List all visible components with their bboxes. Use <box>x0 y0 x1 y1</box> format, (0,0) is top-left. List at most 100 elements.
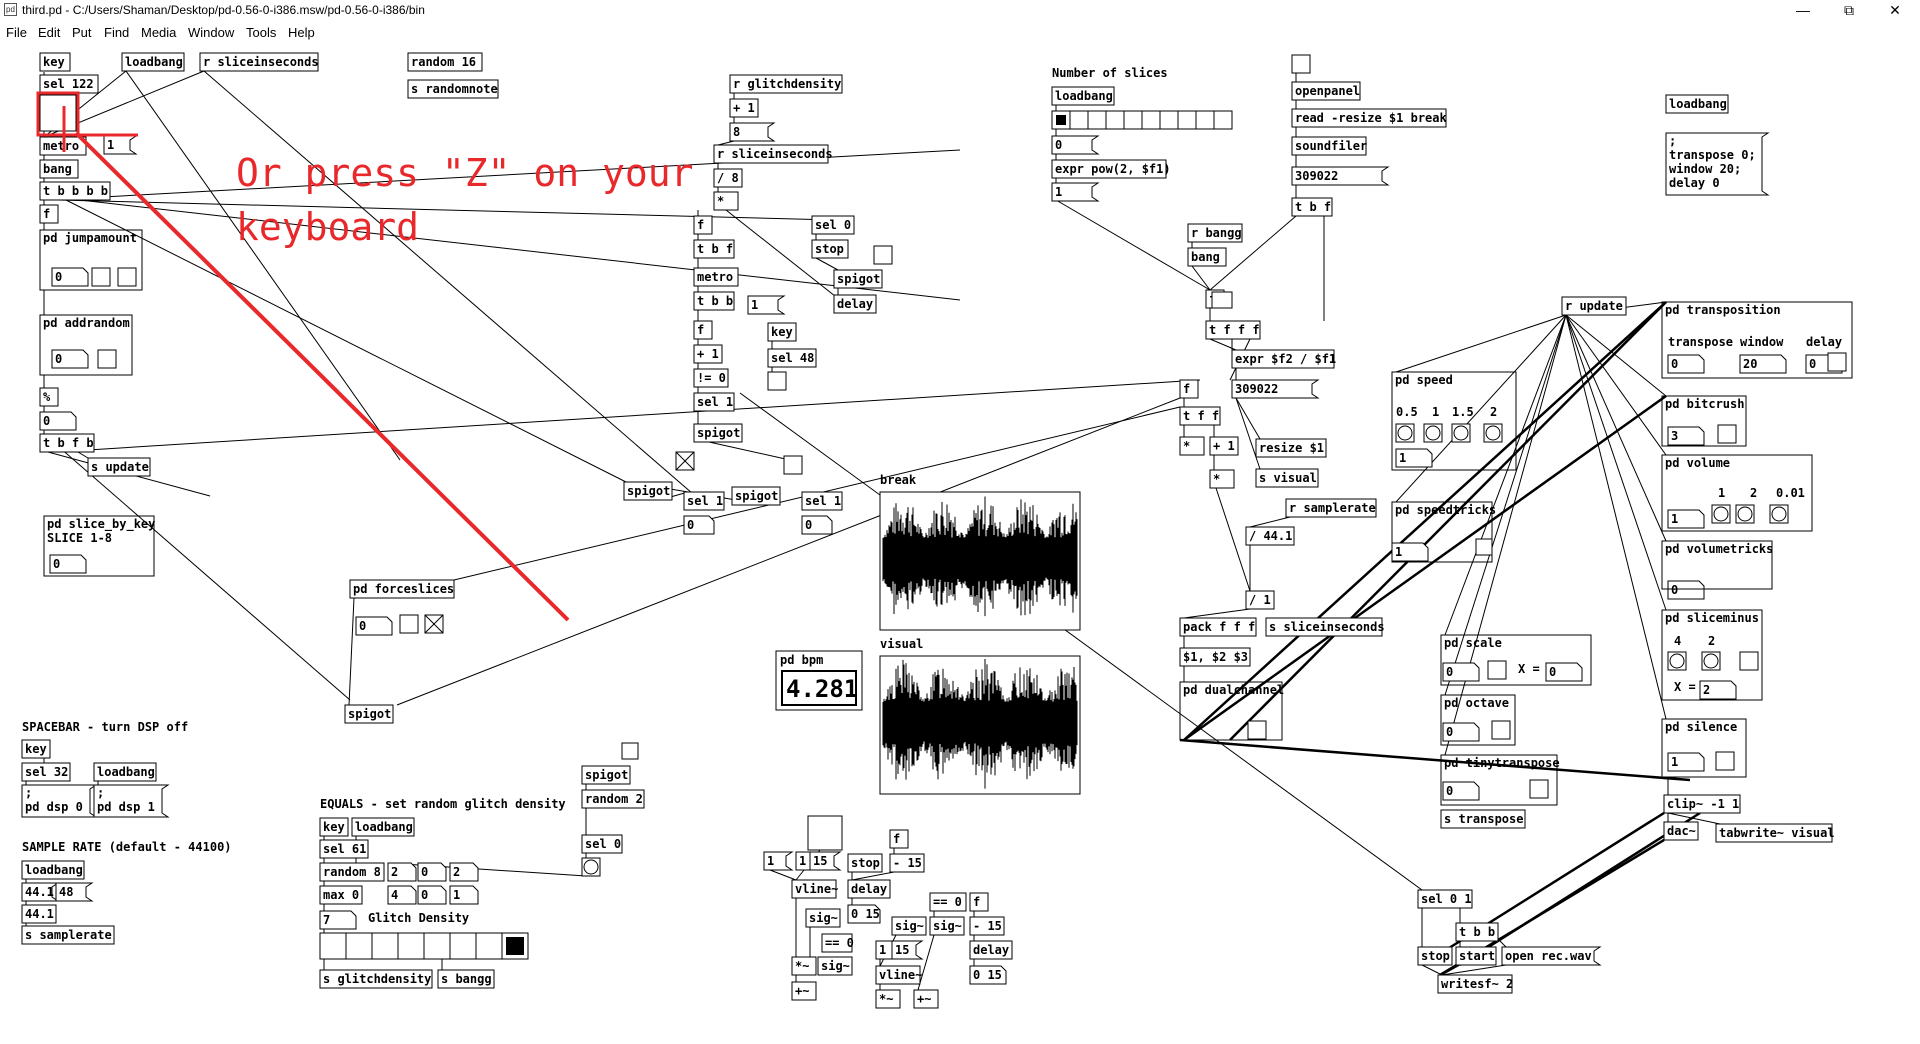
object-box[interactable]: t b b <box>1455 922 1499 942</box>
menu-media[interactable]: Media <box>141 25 177 40</box>
message-box[interactable]: 8 <box>729 122 776 142</box>
number-box[interactable]: 0 <box>49 554 87 574</box>
subpatch-box[interactable]: pd tinytranspose <box>1440 754 1560 806</box>
radio-cell[interactable] <box>345 932 373 960</box>
object-box[interactable]: bang <box>39 159 79 179</box>
number-box[interactable]: 0 <box>1667 354 1705 374</box>
stop-bang[interactable] <box>873 245 893 265</box>
number-box[interactable]: 0 <box>39 411 77 431</box>
object-box[interactable]: key <box>21 739 51 759</box>
number-box[interactable]: 0 <box>417 885 447 905</box>
object-box[interactable]: *~ <box>875 989 901 1009</box>
octave-toggle[interactable] <box>1491 720 1511 740</box>
message-box[interactable]: 0 <box>1051 135 1100 155</box>
message-box[interactable]: 48 <box>55 882 94 902</box>
number-box[interactable]: 0 <box>417 862 447 882</box>
object-box[interactable]: bang <box>1187 247 1227 267</box>
object-box[interactable]: key <box>767 322 797 342</box>
object-box[interactable]: == 0 <box>821 933 854 953</box>
radio-cell[interactable] <box>1141 110 1161 130</box>
object-box[interactable]: stop <box>1417 946 1453 966</box>
object-box[interactable]: r sliceinseconds <box>199 52 319 72</box>
object-box[interactable]: +~ <box>913 989 939 1009</box>
radio-cell[interactable] <box>371 932 399 960</box>
radio-cell[interactable] <box>1069 110 1089 130</box>
radio-cell[interactable] <box>1195 110 1215 130</box>
message-box[interactable]: 1 <box>1051 182 1100 202</box>
object-box[interactable]: random 16 <box>407 52 483 72</box>
object-box[interactable]: vline~ <box>875 965 922 985</box>
f-bang[interactable] <box>1211 291 1233 309</box>
number-box[interactable]: 1 <box>1667 509 1705 529</box>
object-box[interactable]: sel 0 <box>811 215 855 235</box>
number-box[interactable]: 7 <box>319 910 357 930</box>
number-box[interactable]: 1 <box>1667 752 1705 772</box>
speedtricks-toggle[interactable] <box>1475 538 1493 556</box>
message-box[interactable]: 309022 <box>1231 379 1320 399</box>
object-box[interactable]: soundfiler <box>1291 136 1367 156</box>
object-box[interactable]: t f f f <box>1205 320 1261 340</box>
object-box[interactable]: + 1 <box>729 98 759 118</box>
message-box[interactable]: 15 <box>891 940 924 960</box>
object-box[interactable]: r samplerate <box>1285 498 1377 518</box>
number-box[interactable]: 0 <box>355 616 393 636</box>
object-box[interactable]: - 15 <box>889 853 925 873</box>
object-box[interactable]: sel 122 <box>39 74 99 94</box>
object-box[interactable]: f <box>39 204 59 224</box>
object-box[interactable]: sel 32 <box>21 762 71 782</box>
object-box[interactable]: $1, $2 $3 <box>1179 647 1251 667</box>
sliceminus-toggle[interactable] <box>1739 651 1759 671</box>
object-box[interactable]: spigot <box>833 269 883 289</box>
object-box[interactable]: delay <box>847 879 891 899</box>
number-box[interactable]: 0 <box>1442 781 1480 801</box>
object-box[interactable]: loadbang <box>1665 94 1729 114</box>
object-box[interactable]: sel 61 <box>319 839 369 859</box>
object-box[interactable]: t b f <box>693 239 735 259</box>
object-box[interactable]: sig~ <box>805 908 841 928</box>
object-box[interactable]: / 44.1 <box>1245 526 1295 546</box>
object-box[interactable]: delay <box>833 294 877 314</box>
object-box[interactable]: % <box>39 387 59 407</box>
object-box[interactable]: != 0 <box>693 368 729 388</box>
object-box[interactable]: s update <box>87 457 151 477</box>
silence-toggle[interactable] <box>1715 751 1735 771</box>
object-box[interactable]: t b b <box>693 291 735 311</box>
object-box[interactable]: * <box>713 191 739 211</box>
radio-cell[interactable] <box>449 932 477 960</box>
object-box[interactable]: / 1 <box>1245 590 1275 610</box>
object-box[interactable]: max 0 <box>319 885 363 905</box>
number-box[interactable]: 0 <box>1667 580 1705 600</box>
message-box[interactable]: 1 <box>747 295 786 315</box>
object-box[interactable]: s samplerate <box>21 925 115 945</box>
object-box[interactable]: f <box>969 892 989 912</box>
radio-cell[interactable] <box>1213 110 1233 130</box>
object-box[interactable]: sig~ <box>891 916 927 936</box>
object-box[interactable]: pack f f f <box>1179 617 1257 637</box>
object-box[interactable]: sel 1 <box>801 491 843 511</box>
subpatch-box[interactable]: pd speedtricks <box>1391 501 1496 563</box>
minimize-button[interactable]: — <box>1796 2 1810 18</box>
menu-put[interactable]: Put <box>72 25 92 40</box>
number-box[interactable]: 4 <box>387 885 417 905</box>
object-box[interactable]: loadbang <box>1051 86 1115 106</box>
object-box[interactable]: clip~ -1 1 <box>1663 794 1741 814</box>
subpatch-box[interactable]: pd addrandom <box>39 314 133 376</box>
object-box[interactable]: s sliceinseconds <box>1265 617 1385 637</box>
main-bang[interactable] <box>39 94 77 132</box>
subpatch-box[interactable]: pd volumetricks <box>1661 540 1773 590</box>
radio-cell[interactable] <box>475 932 503 960</box>
number-box[interactable]: 0 15 <box>969 965 1007 985</box>
number-box[interactable]: 3 <box>1667 426 1705 446</box>
object-box[interactable]: loadbang <box>93 762 157 782</box>
menu-help[interactable]: Help <box>288 25 315 40</box>
object-box[interactable]: sel 48 <box>767 348 817 368</box>
number-box[interactable]: 2 <box>1699 680 1737 700</box>
object-box[interactable]: f <box>1179 379 1199 399</box>
bitcrush-toggle[interactable] <box>1717 424 1737 444</box>
message-box[interactable]: 44.1 <box>21 882 60 902</box>
menu-file[interactable]: File <box>6 25 27 40</box>
number-box[interactable]: 1 <box>449 885 479 905</box>
subpatch-box[interactable]: pd speed <box>1391 371 1517 471</box>
radio-cell[interactable] <box>319 932 347 960</box>
